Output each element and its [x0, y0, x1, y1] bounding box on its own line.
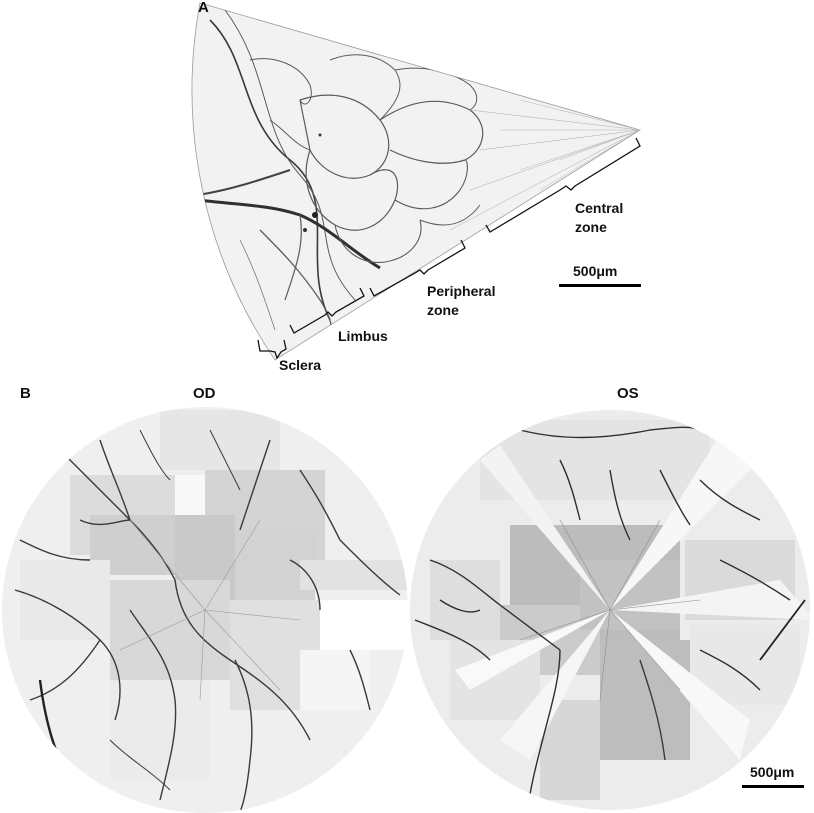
od-label: OD [193, 385, 216, 402]
limbus-brace [289, 287, 365, 334]
central-zone-brace [485, 137, 641, 233]
os-cornea-image [410, 410, 810, 810]
panel-b-letter: B [20, 385, 31, 402]
panel-a-scale-label: 500μm [573, 263, 618, 279]
panel-b-scale-label: 500μm [750, 764, 795, 780]
sclera-brace [257, 339, 287, 360]
limbus-label: Limbus [338, 328, 388, 344]
zone-braces [257, 137, 641, 360]
central-zone-label-line1: Central [575, 200, 624, 216]
peripheral-zone-label-line2: zone [427, 302, 459, 318]
panel-a-scale-bar [559, 284, 641, 287]
central-zone-label: Central zone [575, 199, 623, 237]
peripheral-zone-brace [369, 239, 466, 297]
panel-a-letter: A [198, 0, 209, 16]
peripheral-zone-label-line1: Peripheral [427, 283, 496, 299]
os-label: OS [617, 385, 639, 402]
od-cornea-image [2, 407, 408, 813]
central-zone-label-line2: zone [575, 219, 607, 235]
panel-b-scale-bar [742, 785, 804, 788]
sclera-label: Sclera [279, 357, 322, 373]
peripheral-zone-label: Peripheral zone [427, 282, 495, 320]
cornea-sector-image [191, 2, 641, 361]
